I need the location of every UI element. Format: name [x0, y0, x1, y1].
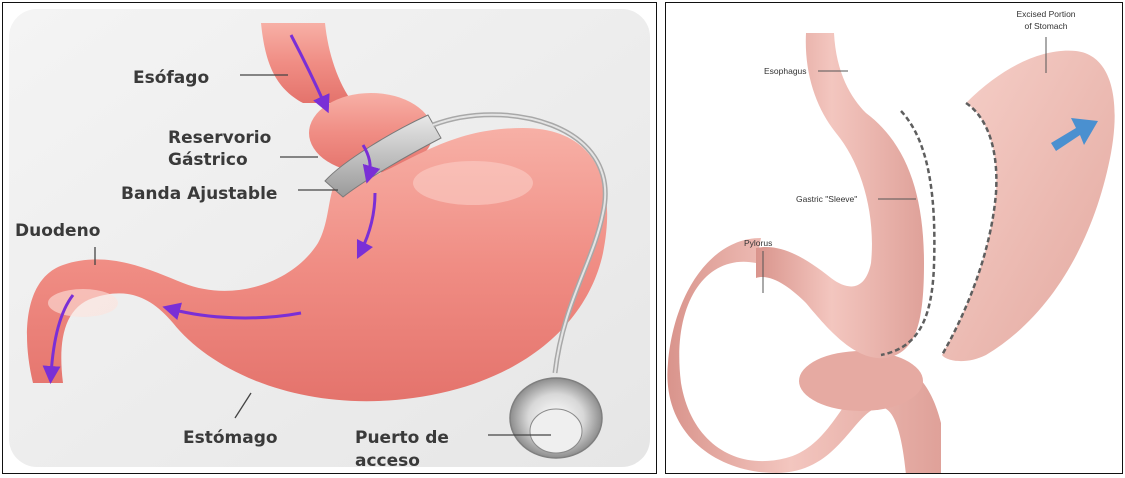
sleeve-gastrectomy-illustration: Excised Portion of Stomach Esophagus Gas…	[666, 3, 1123, 474]
label-sleeve: Gastric "Sleeve"	[796, 194, 857, 204]
label-excised-line2: of Stomach	[1025, 21, 1068, 31]
label-reservorio-line1: Reservorio	[168, 128, 271, 148]
label-esofago: Esófago	[133, 68, 209, 88]
gastric-band-diagram: Esófago Reservorio Gástrico Banda Ajusta…	[2, 2, 657, 474]
label-excised-line1: Excised Portion	[1016, 9, 1075, 19]
label-puerto-line1: Puerto de	[355, 428, 449, 448]
label-esophagus: Esophagus	[764, 66, 807, 76]
gastric-band-illustration: Esófago Reservorio Gástrico Banda Ajusta…	[3, 3, 657, 474]
sleeve-gastrectomy-diagram: Excised Portion of Stomach Esophagus Gas…	[665, 2, 1123, 474]
label-puerto-line2: acceso	[355, 451, 420, 471]
duodenum-crossing	[799, 351, 923, 411]
duodenum-highlight	[48, 289, 118, 317]
access-port-septum	[530, 409, 582, 453]
label-pylorus: Pylorus	[744, 238, 772, 248]
stomach-highlight	[413, 161, 533, 205]
excised-stomach-shape	[942, 51, 1115, 361]
label-estomago: Estómago	[183, 428, 278, 448]
label-banda: Banda Ajustable	[121, 184, 277, 204]
label-duodeno: Duodeno	[15, 221, 100, 241]
label-reservorio-line2: Gástrico	[168, 150, 248, 170]
